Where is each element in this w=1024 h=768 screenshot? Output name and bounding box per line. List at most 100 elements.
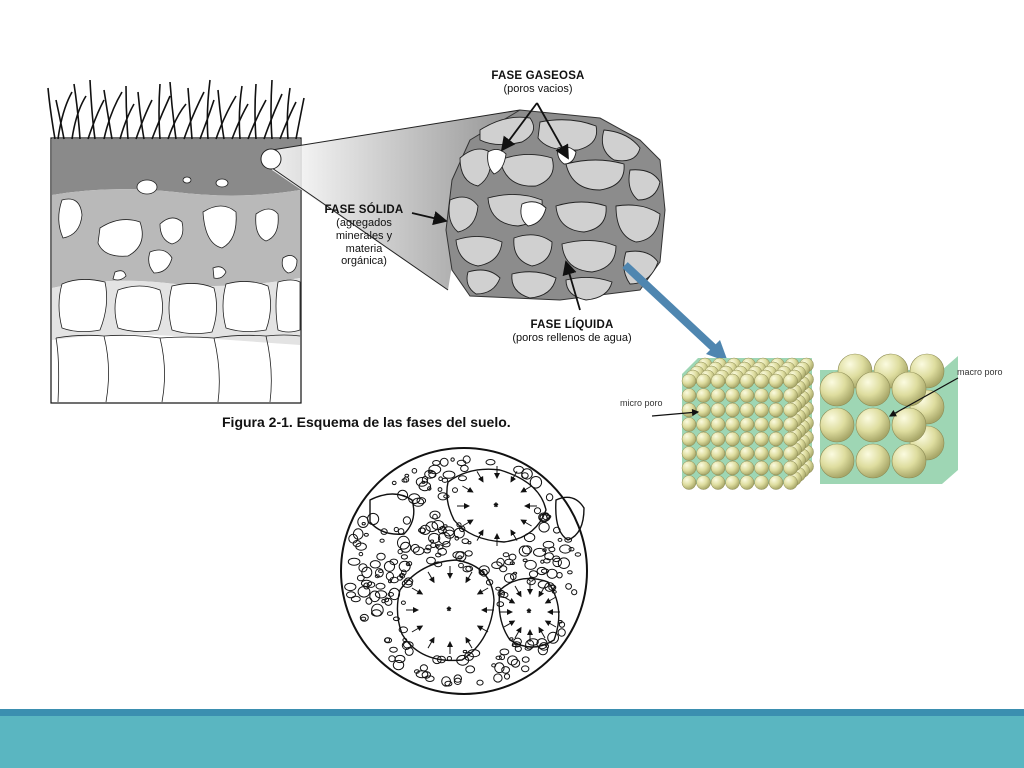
svg-text:*: * [527,608,531,619]
macro-pore-packing [819,353,958,484]
footer-band [0,716,1024,768]
particle [453,677,462,685]
particle [369,560,381,569]
particle [485,459,496,466]
particle [452,487,458,493]
sphere [855,443,891,479]
sphere [819,443,855,479]
particle [388,655,396,663]
sphere [725,402,740,418]
stress-arrow [544,596,557,604]
stress-arrow [462,485,474,493]
solid-phase-subtitle-2: minerales y [335,229,393,242]
stress-arrow [510,529,518,541]
sphere [783,388,798,403]
particle [503,573,515,583]
particle [404,473,410,478]
particle [360,579,373,588]
sphere [725,460,740,476]
sphere [768,373,784,389]
particle [415,670,429,679]
particle [403,577,414,586]
sphere [891,443,927,479]
stress-arrow [411,587,424,595]
particle [389,558,399,566]
particle [380,528,388,535]
particle [437,487,443,492]
sphere [710,402,726,418]
particle [571,589,578,596]
sphere [696,417,711,432]
particle [436,655,446,664]
sphere [819,371,855,407]
particle [494,662,505,674]
particle [431,520,445,531]
solid-phase-subtitle-3: materia [345,242,383,255]
particle [511,641,522,648]
particle [425,544,432,551]
particle [401,569,407,576]
particle [496,601,505,607]
sphere [754,402,769,418]
particle [456,522,462,528]
particle [552,555,561,563]
particle [452,551,465,559]
sphere [739,373,755,389]
particle [375,582,386,590]
particle [528,576,534,582]
particle [485,579,494,586]
particle [458,475,467,482]
sphere [710,431,726,447]
particle [446,656,452,661]
particle [542,540,555,549]
stress-arrow [476,625,489,633]
sphere [739,431,755,447]
particle [462,455,471,464]
stress-arrow [476,587,489,595]
particle [557,628,566,637]
particle [453,527,465,539]
particle [568,547,575,552]
particle [437,547,448,556]
particle [496,557,505,567]
sphere [891,407,927,443]
particle [537,644,549,656]
particle [552,557,563,568]
particle [435,552,442,558]
stress-arrow [476,529,484,541]
particle [374,590,388,599]
sphere [768,388,784,403]
sphere [710,417,726,432]
sphere [681,475,697,490]
footer-accent-line [0,709,1024,716]
particle [557,620,563,624]
particle [392,659,405,671]
particle [414,669,420,674]
sphere [754,475,769,490]
sphere [696,446,711,461]
sphere [768,402,784,418]
micro-pore-packing [681,357,814,490]
particle [401,478,408,483]
particle [513,637,522,646]
particle [443,494,450,499]
particle [361,522,366,526]
particle [459,525,466,533]
sphere [783,373,798,389]
particle [401,579,413,588]
sphere [768,475,784,490]
particle [493,673,503,683]
svg-text:*: * [447,606,451,617]
sphere [739,417,755,432]
particle [556,572,563,579]
sphere [725,388,740,403]
sphere [783,475,798,490]
sphere [725,373,740,389]
sphere [783,431,798,447]
particle [565,583,572,590]
stress-arrow [465,571,473,584]
particle [502,552,510,558]
sphere [768,446,784,461]
sphere [783,460,798,476]
